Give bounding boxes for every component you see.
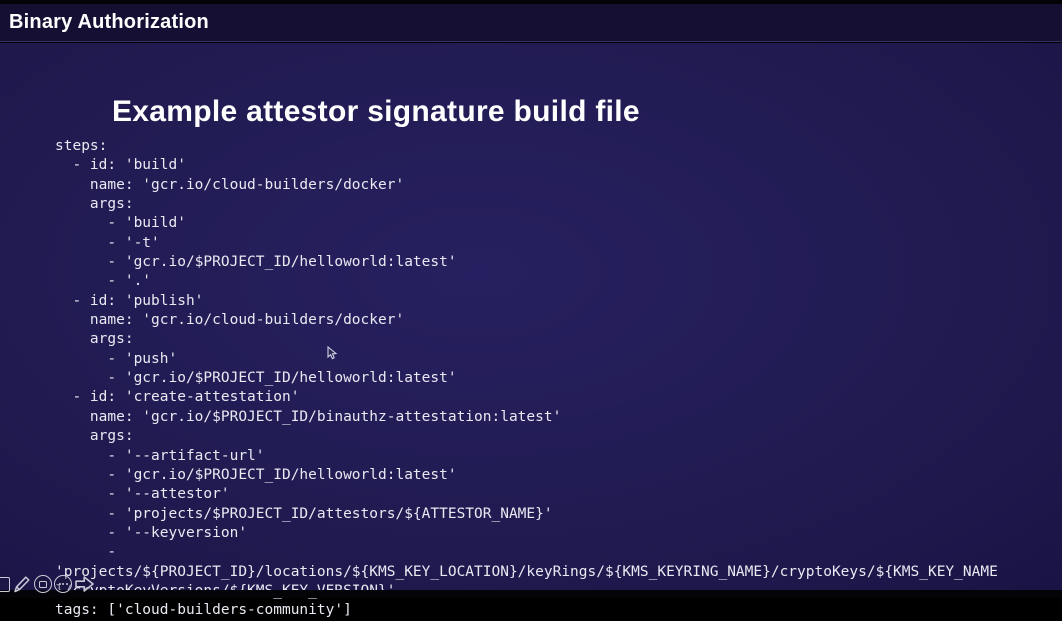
yaml-code-block: steps: - id: 'build' name: 'gcr.io/cloud…	[55, 138, 998, 619]
pencil-icon[interactable]	[12, 574, 32, 594]
header-band: Binary Authorization	[0, 4, 1062, 42]
slide-body: Example attestor signature build file st…	[0, 43, 1062, 618]
screen-box-icon[interactable]	[34, 575, 52, 593]
top-letterbox-strip	[0, 0, 1062, 4]
next-arrow-icon[interactable]	[74, 575, 95, 593]
more-ellipsis-icon[interactable]	[54, 575, 72, 593]
page-title: Binary Authorization	[9, 11, 209, 33]
mouse-cursor-icon	[327, 345, 338, 365]
slide-title: Example attestor signature build file	[112, 95, 640, 128]
bottom-letterbox-strip	[0, 590, 1062, 598]
annotation-toolbar	[0, 573, 95, 595]
shape-square-icon[interactable]	[0, 576, 10, 592]
